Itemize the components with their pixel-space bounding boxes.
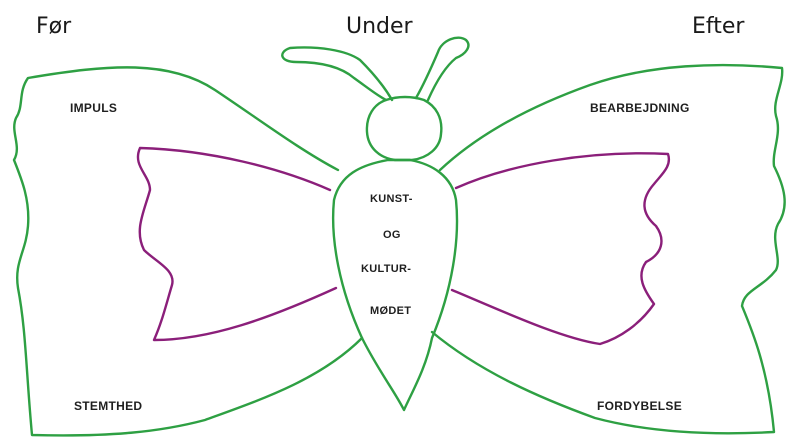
wing-label-bottom-right: FORDYBELSE — [597, 399, 682, 413]
right-inner-wing — [452, 153, 669, 344]
wing-label-top-left: IMPULS — [70, 101, 117, 115]
wing-label-top-right: BEARBEJDNING — [590, 101, 690, 115]
right-wing-outline — [432, 65, 785, 433]
phase-before-label: Før — [36, 14, 71, 39]
left-antenna — [282, 48, 392, 101]
phase-after-label: Efter — [692, 14, 744, 39]
body-text-line-2: OG — [383, 229, 401, 241]
phase-during-label: Under — [346, 14, 413, 39]
wing-label-bottom-left: STEMTHED — [74, 399, 142, 413]
body-text-line-3: KULTUR- — [361, 263, 411, 275]
butterfly-head — [367, 97, 441, 160]
body-text-line-1: KUNST- — [370, 193, 413, 205]
right-antenna — [416, 38, 468, 100]
left-wing-outline — [14, 67, 362, 435]
left-inner-wing — [138, 148, 336, 340]
body-text-line-4: MØDET — [370, 305, 411, 317]
